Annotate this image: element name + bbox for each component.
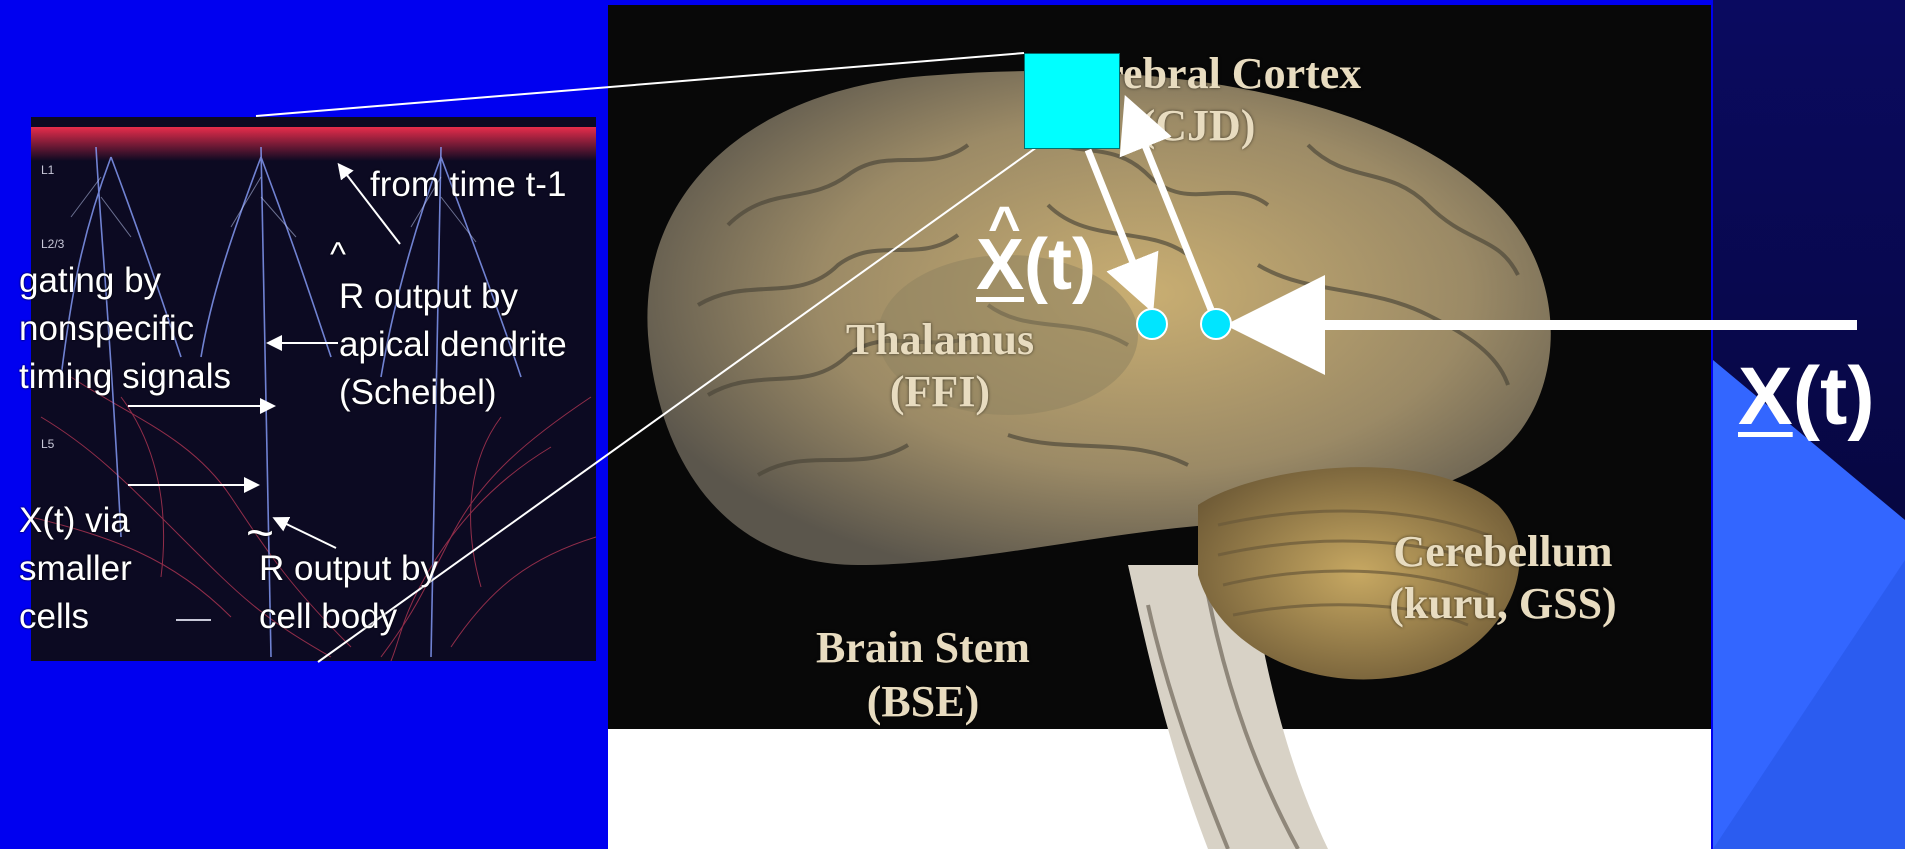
label-thalamus: Thalamus [820, 315, 1060, 365]
thalamus-dot-right [1200, 308, 1232, 340]
thalamus-dot-left [1136, 308, 1168, 340]
note-apical-2: apical dendrite [339, 321, 567, 369]
note-gating-1: gating by [19, 257, 161, 305]
input-x-args: (t) [1793, 351, 1875, 442]
note-xt-via-3: cells [19, 593, 89, 641]
note-apical-caret: ^ [330, 238, 346, 272]
note-apical-3: (Scheibel) [339, 369, 497, 417]
input-x-label: X(t) [1738, 352, 1875, 442]
brain-image-panel: Cerebral Cortex (CJD) Thalamus (FFI) Cer… [608, 5, 1711, 849]
note-gating-3: timing signals [19, 353, 231, 401]
layer-label-l1: L1 [41, 163, 55, 177]
xhat-args: (t) [1024, 225, 1096, 305]
label-brain-stem: Brain Stem [798, 623, 1048, 673]
label-cerebellum-disease: (kuru, GSS) [1363, 579, 1643, 629]
label-cerebellum: Cerebellum [1363, 527, 1643, 577]
note-xt-via-1: X(t) via [19, 497, 130, 545]
note-body-1: R output by [259, 545, 438, 593]
note-xt-via-2: smaller [19, 545, 132, 593]
note-body-2: cell body [259, 593, 397, 641]
layer-label-l23: L2/3 [41, 237, 65, 251]
cortex-highlight-box [1024, 53, 1120, 149]
layer-label-l5: L5 [41, 437, 55, 451]
xhat-label: X(t) [976, 225, 1096, 305]
label-brain-stem-disease: (BSE) [798, 677, 1048, 727]
note-from-time: from time t-1 [370, 161, 566, 209]
note-gating-2: nonspecific [19, 305, 194, 353]
label-thalamus-disease: (FFI) [820, 367, 1060, 417]
note-apical-1: R output by [339, 273, 518, 321]
xhat-letter: X [976, 225, 1024, 305]
input-x-letter: X [1738, 351, 1793, 442]
